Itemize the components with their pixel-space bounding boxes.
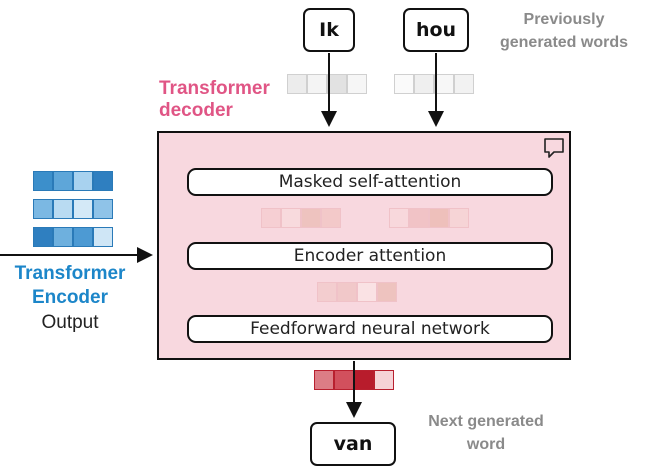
encoder-attention-layer: Encoder attention (187, 242, 553, 270)
next-generated-caption: Next generated word (405, 410, 567, 456)
feedforward-label: Feedforward neural network (250, 319, 490, 339)
encoder-output-vector-3 (33, 227, 113, 247)
decoder-title: Transformer decoder (159, 78, 270, 122)
decoder-title-line1: Transformer (159, 78, 270, 99)
previously-generated-line2: generated words (499, 34, 629, 51)
encoder-attention-output-vector (317, 282, 397, 302)
masked-self-attention-label: Masked self-attention (278, 172, 462, 192)
comment-icon (544, 138, 564, 158)
decoder-title-line2: decoder (159, 100, 233, 121)
encoder-label: Transformer Encoder Output (0, 262, 140, 336)
next-generated-line2: word (466, 436, 506, 453)
input-embedding-hou (394, 74, 474, 94)
encoder-subtitle: Output (41, 312, 99, 333)
encoder-title-line1: Transformer (14, 263, 126, 284)
feedforward-layer: Feedforward neural network (187, 315, 553, 343)
output-vector (314, 370, 394, 390)
input-word-ik-label: Ik (319, 19, 339, 41)
encoder-attention-label: Encoder attention (293, 246, 447, 266)
input-word-hou: hou (403, 8, 469, 52)
self-attention-output-vector-1 (261, 208, 341, 228)
encoder-title-line2: Encoder (31, 287, 109, 308)
output-word-van: van (310, 422, 396, 466)
output-word-label: van (333, 433, 373, 455)
encoder-output-vector-2 (33, 199, 113, 219)
previously-generated-caption: Previously generated words (486, 8, 642, 54)
input-word-hou-label: hou (415, 19, 457, 41)
next-generated-line1: Next generated (428, 413, 544, 430)
self-attention-output-vector-2 (389, 208, 469, 228)
previously-generated-line1: Previously (523, 11, 605, 28)
input-embedding-ik (287, 74, 367, 94)
masked-self-attention-layer: Masked self-attention (187, 168, 553, 196)
input-word-ik: Ik (303, 8, 355, 52)
encoder-output-vector-1 (33, 171, 113, 191)
